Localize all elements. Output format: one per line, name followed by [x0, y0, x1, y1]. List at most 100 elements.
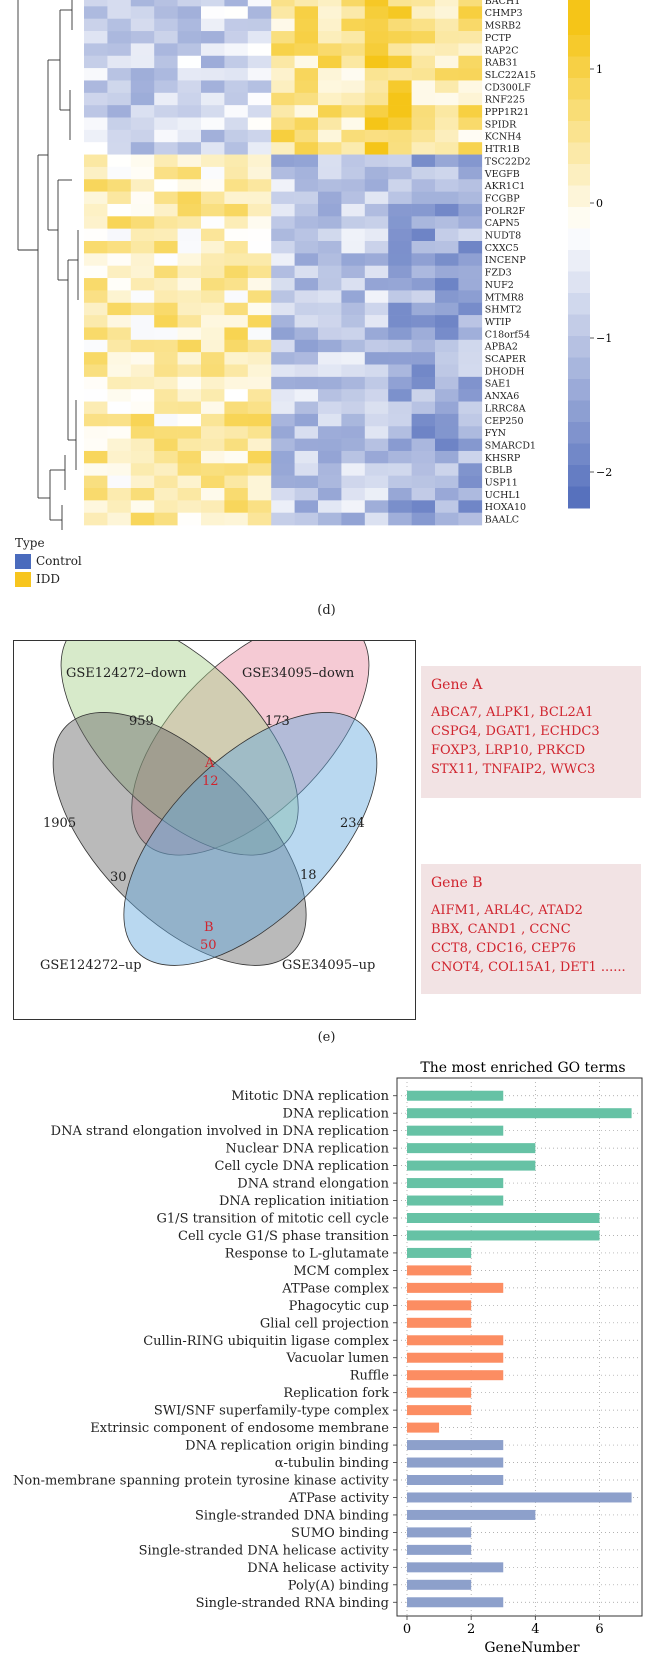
gene-label: FZD3 — [485, 268, 512, 279]
heatmap-cell — [154, 512, 178, 526]
heatmap-cell — [177, 315, 202, 328]
heatmap-cell — [458, 426, 483, 439]
category-label: Cell cycle DNA replication — [215, 1159, 390, 1174]
heatmap-cell — [341, 228, 366, 242]
heatmap-cell — [458, 179, 483, 192]
heatmap-cell — [224, 179, 249, 192]
heatmap-cell — [154, 105, 178, 118]
heatmap-cell — [224, 364, 249, 378]
heatmap-cell — [224, 68, 249, 81]
heatmap-cell — [201, 376, 225, 390]
gene-labels: BACH1CHMP3MSRB2PCTPRAP2CRAB31SLC22A15CD3… — [484, 0, 536, 526]
heatmap-cell — [130, 6, 155, 19]
heatmap-cell — [107, 450, 132, 464]
category-label: Single-stranded DNA helicase activity — [139, 1543, 390, 1558]
heatmap-cell — [84, 228, 108, 242]
heatmap-cell — [411, 352, 436, 365]
gene-label: RAP2C — [485, 45, 519, 56]
heatmap-cell — [201, 450, 225, 464]
colorbar-step — [568, 293, 590, 315]
heatmap-cell — [341, 166, 366, 180]
gene-label: RAB31 — [485, 58, 518, 69]
colorbar-step — [568, 314, 590, 337]
heatmap-cell — [271, 142, 295, 155]
heatmap-cell — [107, 364, 132, 378]
heatmap-cell — [130, 203, 155, 217]
venn-label-gse124272-down: GSE124272–down — [66, 666, 187, 681]
heatmap-cell — [318, 265, 342, 279]
heatmap-cell — [201, 203, 225, 217]
venn-set-up-a — [52, 712, 307, 966]
colorbar-step — [568, 142, 590, 165]
heatmap-cell — [388, 203, 412, 217]
heatmap-cell — [388, 265, 412, 279]
heatmap-cell — [364, 352, 389, 365]
heatmap-cell — [130, 80, 155, 94]
heatmap-cell — [130, 216, 155, 229]
heatmap-cell — [294, 92, 319, 106]
heatmap-cell — [107, 253, 132, 266]
heatmap-cell — [458, 302, 483, 316]
heatmap-cell — [177, 18, 202, 32]
category-label: Cullin-RING ubiquitin ligase complex — [143, 1334, 389, 1349]
heatmap-cell — [388, 228, 412, 242]
heatmap-cell — [130, 438, 155, 452]
heatmap-cell — [411, 129, 436, 143]
heatmap-cell — [84, 142, 108, 155]
heatmap-cell — [107, 401, 132, 415]
heatmap-cell — [177, 339, 202, 353]
venn-count: 959 — [129, 714, 154, 729]
heatmap-cell — [224, 401, 249, 415]
heatmap-cell — [411, 315, 436, 328]
heatmap-cell — [435, 117, 459, 131]
colorbar-step — [568, 486, 590, 509]
heatmap-cell — [201, 265, 225, 279]
heatmap-cell — [458, 142, 483, 155]
heatmap-cell — [435, 364, 459, 378]
heatmap-cell — [130, 129, 155, 143]
bar — [407, 1317, 472, 1328]
heatmap-cell — [364, 253, 389, 266]
go-bar-chart: The most enriched GO terms Mitotic DNA r… — [13, 1060, 643, 1656]
heatmap-cell — [271, 241, 295, 254]
heatmap-cell — [271, 253, 295, 266]
gene-label: SHMT2 — [485, 305, 522, 316]
heatmap-cell — [364, 129, 389, 143]
heatmap-cell — [201, 339, 225, 353]
heatmap-cell — [177, 117, 202, 131]
gene-b-line: BBX, CAND1 , CCNC — [431, 922, 571, 937]
heatmap-cell — [84, 488, 108, 501]
heatmap-cell — [107, 488, 132, 501]
heatmap-cell — [341, 203, 366, 217]
heatmap-cell — [130, 512, 155, 526]
heatmap-cell — [84, 179, 108, 192]
heatmap-cell — [294, 154, 319, 168]
heatmap-cell — [247, 241, 272, 254]
heatmap-cell — [435, 339, 459, 353]
heatmap-cell — [458, 55, 483, 69]
heatmap-cell — [154, 500, 178, 513]
heatmap-cell — [224, 80, 249, 94]
heatmap-cell — [271, 376, 295, 390]
heatmap-cell — [458, 253, 483, 266]
heatmap-cell — [341, 92, 366, 106]
heatmap-cell — [411, 488, 436, 501]
heatmap-cell — [294, 488, 319, 501]
heatmap-cell — [411, 80, 436, 94]
heatmap-cell — [177, 191, 202, 205]
heatmap-cell — [318, 31, 342, 44]
heatmap-cell — [364, 327, 389, 341]
heatmap-cell — [318, 352, 342, 365]
bar — [407, 1509, 536, 1520]
heatmap-cell — [318, 55, 342, 69]
heatmap-cell — [318, 166, 342, 180]
heatmap-cell — [84, 191, 108, 205]
heatmap-cell — [294, 166, 319, 180]
heatmap-cell — [107, 117, 132, 131]
category-label: DNA helicase activity — [247, 1561, 389, 1576]
heatmap-cell — [271, 80, 295, 94]
heatmap-cell — [271, 339, 295, 353]
bar — [407, 1544, 472, 1555]
heatmap-cell — [154, 426, 178, 439]
